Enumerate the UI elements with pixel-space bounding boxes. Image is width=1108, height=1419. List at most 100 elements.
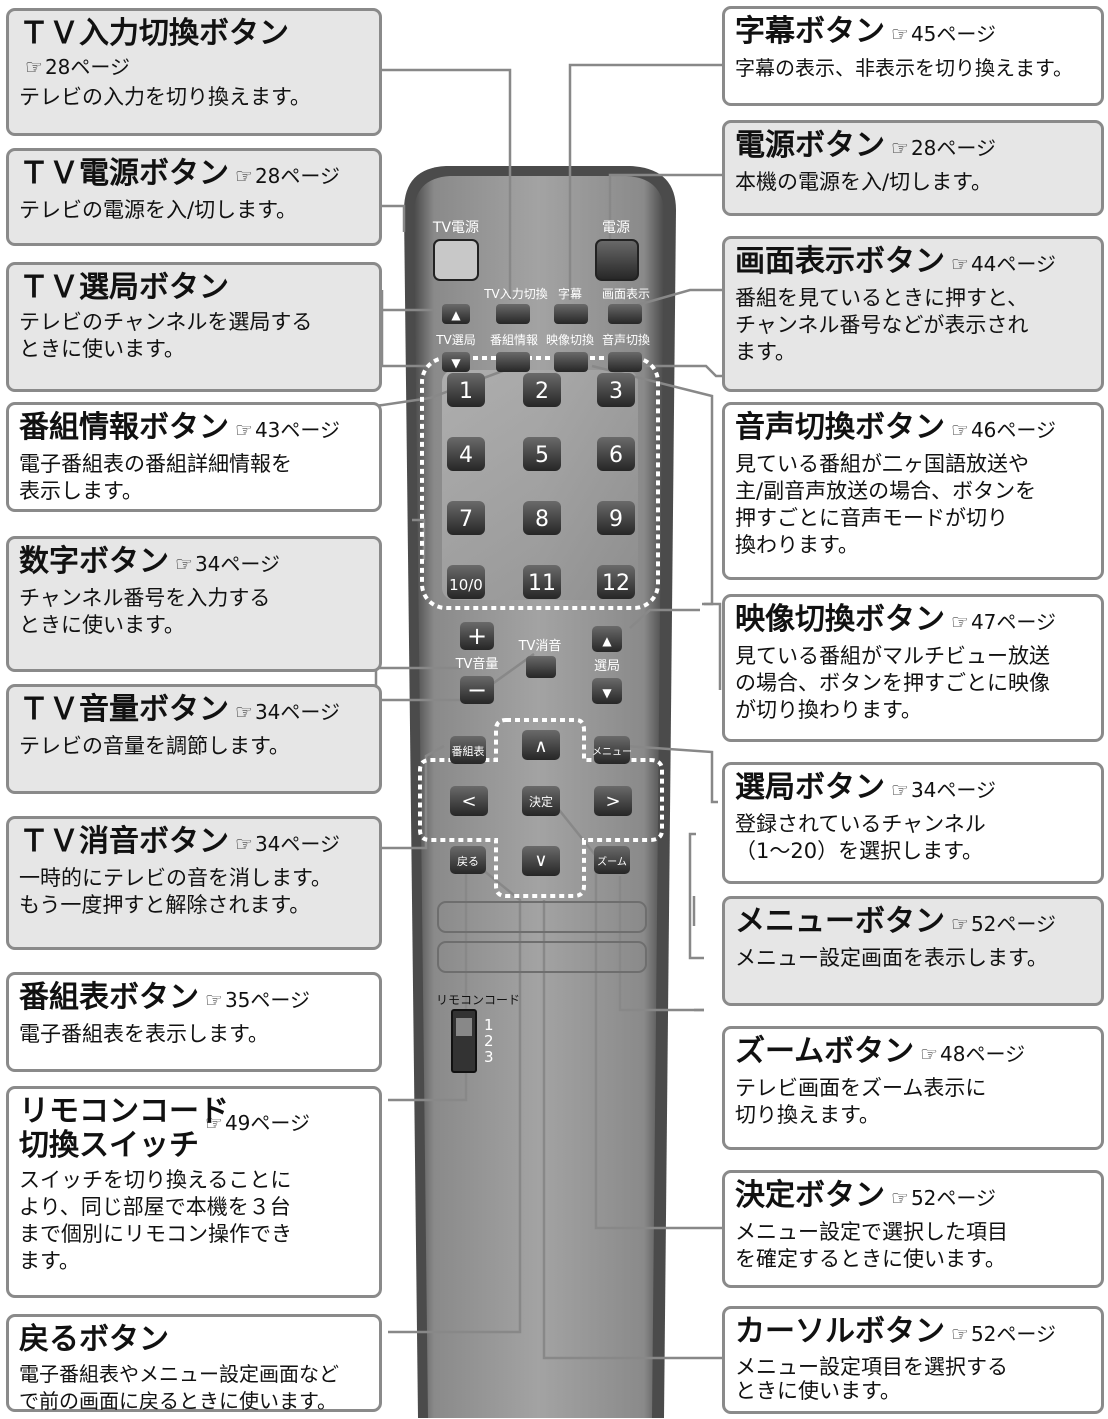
pointing-hand-icon: ☞ [175,552,193,576]
body-groove [437,901,647,933]
callout-title: 映像切換ボタン☞47ページ [735,602,1056,637]
code-1-label: 1 [484,1016,494,1034]
callout-title: メニューボタン☞52ページ [735,904,1056,939]
channel-down-button[interactable] [592,678,622,704]
digit-label: 1 [459,379,473,404]
channel-up-button[interactable] [592,626,622,652]
code-3-label: 3 [484,1048,494,1066]
power-button[interactable] [595,239,639,281]
digit-button-2[interactable] [523,373,561,407]
menu-button-label: メニュー [592,747,632,758]
pointing-hand-icon: ☞ [205,1111,223,1135]
callout-guide: 番組表ボタン☞35ページ 電子番組表を表示します。 [6,972,382,1072]
channel-label: 選局 [594,659,620,674]
callout-desc: テレビ画面をズーム表示に 切り換えます。 [735,1076,987,1127]
callout-desc: 見ている番組がマルチビュー放送 の場合、ボタンを押すごとに映像 が切り換わります… [735,644,1050,722]
digit-button-9[interactable] [597,501,635,535]
digit-button-12[interactable] [597,565,635,599]
pointing-hand-icon: ☞ [891,778,909,802]
callout-desc: テレビの入力を切り換えます。 [19,85,311,109]
tv-volume-down-button[interactable] [460,676,494,704]
pointing-hand-icon: ☞ [951,1322,969,1346]
page-ref: ☞49ページ [205,1111,310,1135]
callout-channel: 選局ボタン☞34ページ 登録されているチャンネル （1～20）を選択します。 [722,762,1104,884]
callout-desc: テレビの電源を入/切します。 [19,198,297,222]
cursor-left-button[interactable] [450,786,488,816]
callout-title: 画面表示ボタン☞44ページ [735,244,1056,279]
callout-desc: スイッチを切り換えることに より、同じ部屋で本機を３台 まで個別にリモコン操作で… [19,1168,292,1273]
callout-title: ズームボタン☞48ページ [735,1034,1026,1069]
digit-button-6[interactable] [597,437,635,471]
callout-title: 数字ボタン☞34ページ [19,544,280,579]
digit-label: 10/0 [449,576,483,594]
pointing-hand-icon: ☞ [951,912,969,936]
tv-mute-button[interactable] [526,656,556,678]
digit-button-11[interactable] [523,565,561,599]
zoom-button[interactable] [594,846,630,874]
callout-tv-channel: ＴＶ選局ボタン テレビのチャンネルを選局する ときに使います。 [6,262,382,392]
program-info-label: 番組情報 [490,333,538,347]
audio-label: 音声切換 [602,332,650,347]
digit-button-4[interactable] [447,437,485,471]
subtitle-button[interactable] [554,304,588,324]
digit-button-10-0[interactable] [447,565,485,599]
cursor-down-button[interactable] [522,846,560,876]
callout-desc: テレビの音量を調節します。 [19,734,290,758]
pointing-hand-icon: ☞ [891,136,909,160]
pointing-hand-icon: ☞ [235,418,253,442]
program-info-button[interactable] [496,352,530,372]
digit-button-3[interactable] [597,373,635,407]
audio-button[interactable] [608,352,642,372]
callout-enter: 決定ボタン☞52ページ メニュー設定で選択した項目 を確定するときに使います。 [722,1170,1104,1288]
back-button[interactable] [450,846,486,874]
guide-button[interactable] [450,736,486,764]
callout-tv-power: ＴＶ電源ボタン☞28ページ テレビの電源を入/切します。 [6,148,382,246]
digit-label: 2 [535,379,549,404]
cursor-up-button[interactable] [522,730,560,760]
tv-channel-up-button[interactable] [442,304,470,324]
callout-cursor: カーソルボタン☞52ページ メニュー設定項目を選択する ときに使います。 [722,1306,1104,1414]
digit-label: 7 [459,507,473,532]
digit-button-5[interactable] [523,437,561,471]
digit-label: 12 [602,571,630,596]
callout-desc: メニュー設定項目を選択する ときに使います。 [735,1355,1008,1403]
callout-title: 番組表ボタン☞35ページ [19,980,310,1015]
callout-number: 数字ボタン☞34ページ チャンネル番号を入力する ときに使います。 [6,536,382,672]
code-2-label: 2 [484,1032,494,1050]
digit-label: 4 [459,443,473,468]
digit-label: 5 [535,443,549,468]
callout-back: 戻るボタン 電子番組表やメニュー設定画面など で前の画面に戻るときに使います。 [6,1314,382,1413]
switch-slider [456,1018,472,1036]
callout-title: 選局ボタン☞34ページ [735,770,996,805]
callout-desc: チャンネル番号を入力する ときに使います。 [19,586,271,637]
tv-power-button[interactable] [433,239,479,281]
digit-button-1[interactable] [447,373,485,407]
tv-input-label: TV入力切換 [483,287,548,301]
video-button[interactable] [554,352,588,372]
pointing-hand-icon: ☞ [235,164,253,188]
callout-title: ＴＶ消音ボタン☞34ページ [19,824,340,859]
callout-title: ＴＶ電源ボタン☞28ページ [19,156,340,191]
tv-channel-down-button[interactable] [442,352,470,372]
callout-title: 決定ボタン☞52ページ [735,1178,996,1213]
pointing-hand-icon: ☞ [951,610,969,634]
back-button-label: 戻る [457,855,479,868]
display-label: 画面表示 [602,287,650,301]
enter-button[interactable] [522,786,560,816]
cursor-right-button[interactable] [594,786,632,816]
callout-tv-mute: ＴＶ消音ボタン☞34ページ 一時的にテレビの音を消します。 もう一度押すと解除さ… [6,816,382,950]
digit-label: 11 [528,571,556,596]
body-groove [437,941,647,973]
callout-desc: 電子番組表を表示します。 [19,1022,269,1046]
digit-button-8[interactable] [523,501,561,535]
callout-desc: メニュー設定画面を表示します。 [735,946,1048,970]
tv-input-button[interactable] [496,304,530,324]
digit-button-7[interactable] [447,501,485,535]
page-ref: ☞28ページ [25,55,130,79]
callout-desc: 一時的にテレビの音を消します。 もう一度押すと解除されます。 [19,866,332,917]
callout-remote-code: リモコンコード 切換スイッチ ☞49ページ スイッチを切り換えることに より、同… [6,1086,382,1298]
display-button[interactable] [608,304,642,324]
tv-volume-up-button[interactable] [460,622,494,650]
menu-button[interactable] [594,736,630,764]
